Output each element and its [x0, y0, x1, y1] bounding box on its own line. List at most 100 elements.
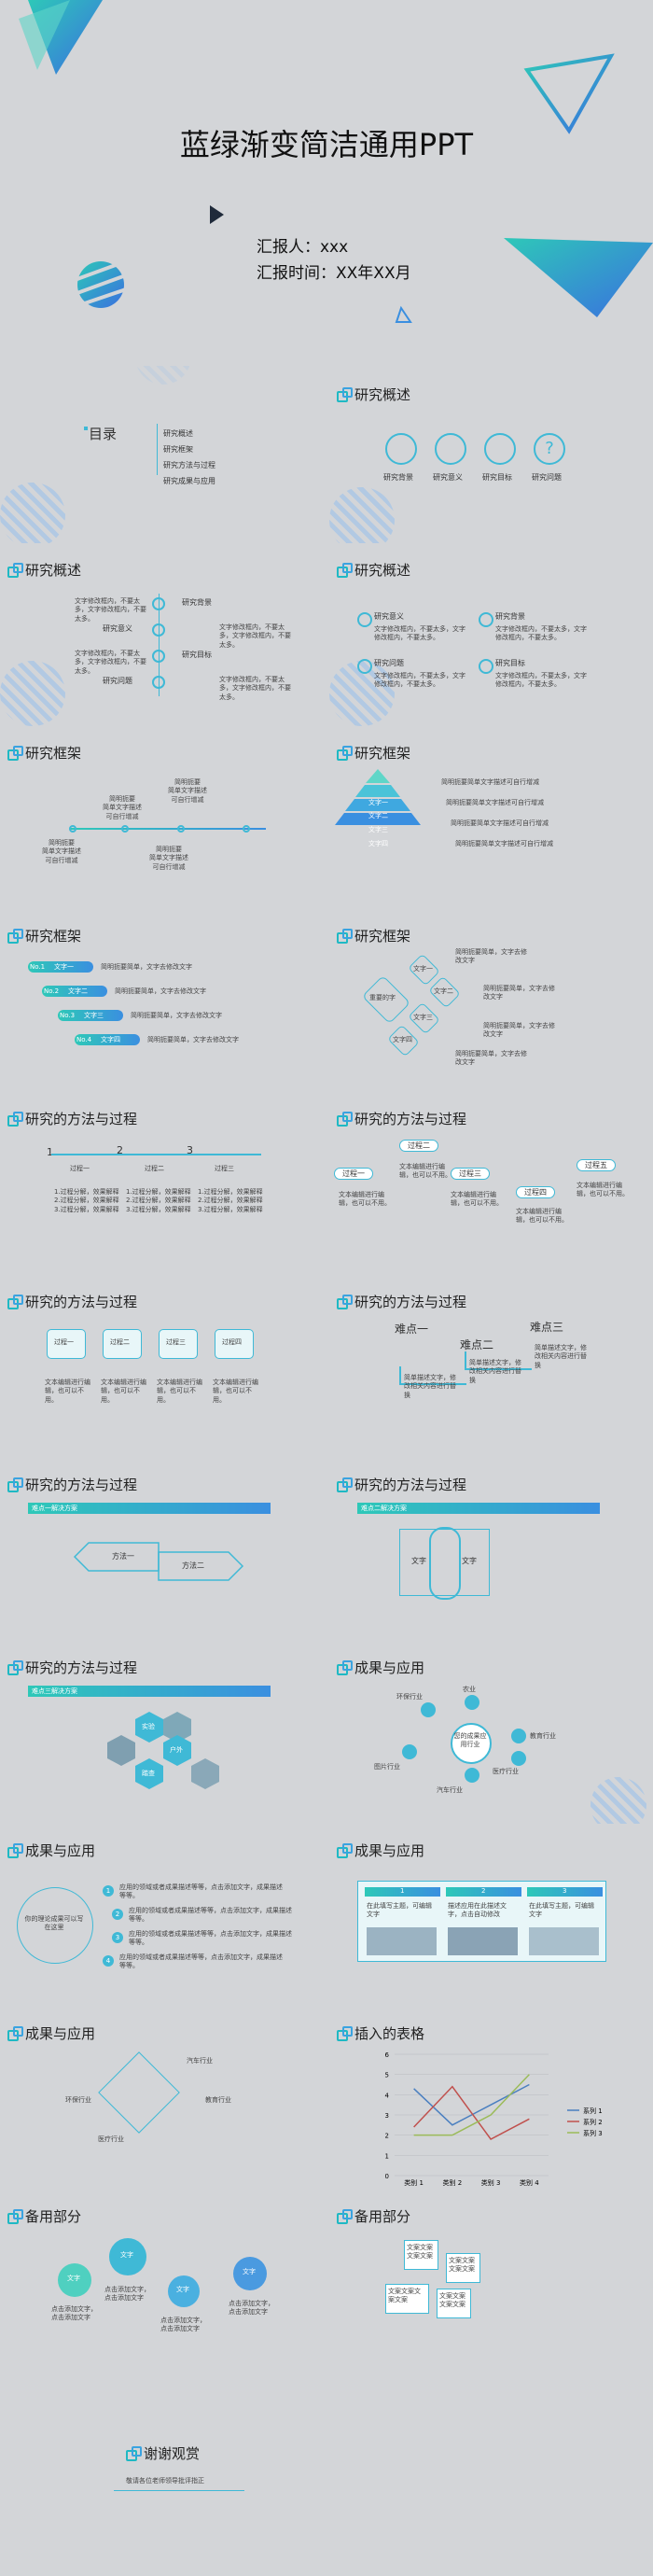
slide-header: 研究的方法与过程	[25, 1111, 138, 1127]
step-pill: 过程三	[451, 1168, 490, 1180]
bulb-icon	[109, 2238, 146, 2275]
item-label: 研究意义	[433, 473, 463, 482]
frame-text: 简明扼要 简单文字描述 可自行增减	[149, 846, 188, 871]
banner-label: 难点三解决方案	[32, 1687, 77, 1695]
step-pill: 过程五	[577, 1159, 616, 1171]
slide-frame-1: 研究框架 简明扼要 简单文字描述 可自行增减 简明扼要 简单文字描述 可自行增减…	[0, 732, 322, 909]
level-desc: 简明扼要简单文字描述可自行增减	[441, 778, 539, 786]
level-desc: 简明扼要简单文字描述可自行增减	[451, 819, 549, 827]
logo-icon	[7, 928, 23, 944]
toc-item[interactable]: 研究方法与过程	[163, 461, 215, 469]
industry-label: 教育行业	[530, 1732, 556, 1740]
bulb-icon	[58, 2263, 91, 2297]
item-desc: 简明扼要简单，文字去修改文字	[483, 985, 555, 1001]
bulb-desc: 点击添加文字，点击添加文字	[51, 2305, 97, 2322]
pyramid	[335, 769, 421, 825]
bulb-label: 文字	[243, 2268, 256, 2275]
step-desc: 文本编辑进行编辑，也可以不用。	[516, 1208, 568, 1225]
item-number: No.1	[30, 963, 46, 971]
bulb-label: 文字	[67, 2275, 80, 2282]
grid-icon	[385, 433, 417, 465]
step-desc: 1.过程分解，效果解释 2.过程分解，效果解释 3.过程分解，效果解释	[54, 1188, 119, 1213]
logo-icon	[337, 1294, 353, 1309]
item-label: 研究目标	[482, 473, 512, 482]
step-label: 过程四	[222, 1338, 242, 1346]
slide-header: 研究概述	[354, 386, 411, 403]
hexagons	[107, 1712, 219, 1789]
level-label: 文字一	[368, 799, 388, 806]
slide-overview-1: 研究概述 ? 研究背景 研究意义 研究目标 研究问题	[329, 366, 651, 543]
point-desc: 简单描述文字，修改相关内容进行替换	[404, 1374, 456, 1399]
toc-item[interactable]: 研究框架	[163, 445, 193, 454]
toc-item[interactable]: 研究概述	[163, 429, 193, 438]
item-label: 文字三	[413, 1014, 433, 1021]
bulb-desc: 点击添加文字，点击添加文字	[229, 2300, 274, 2317]
slide-backup-2: 备用部分 文案文案文案文案 文案文案文案文案 文案文案文案文案 文案文案文案文案	[329, 2195, 651, 2373]
step-number: 2	[117, 1144, 123, 1156]
slide-backup-1: 备用部分 文字 文字 文字 文字 点击添加文字，点击添加文字 点击添加文字，点击…	[0, 2195, 322, 2373]
bulb-desc: 点击添加文字，点击添加文字	[160, 2317, 206, 2333]
y-tick-label: 5	[385, 2072, 389, 2079]
item-label: 研究背景	[495, 612, 525, 621]
step-pill: 过程二	[399, 1140, 438, 1152]
logo-icon	[337, 1111, 353, 1127]
industry-label: 医疗行业	[98, 2135, 124, 2143]
item-label: 文字	[462, 1557, 477, 1565]
item-label: 文字四	[101, 1036, 120, 1043]
item-desc: 简明扼要简单，文字去修改文字	[101, 963, 192, 971]
target-icon	[484, 433, 516, 465]
logo-icon	[7, 745, 23, 761]
slide-frame-3: 研究框架 No.1 文字一 简明扼要简单，文字去修改文字 No.2 文字二 简明…	[0, 915, 322, 1092]
step-number: 2	[481, 1887, 486, 1895]
industry-label: 环保行业	[65, 2096, 91, 2104]
frame-text: 简明扼要 简单文字描述 可自行增减	[42, 839, 81, 864]
x-tick-label: 类别 4	[520, 2178, 539, 2187]
industry-label: 环保行业	[396, 1693, 423, 1701]
text-box: 文案文案文案文案	[407, 2244, 433, 2261]
step-desc: 文本编辑进行编辑，也可以不用。	[451, 1191, 503, 1208]
slide-header: 备用部分	[354, 2208, 411, 2225]
result-desc: 在此填写主题，可编辑文字	[529, 1902, 594, 1919]
slide-overview-2: 研究概述 研究背景 研究意义 研究目标 研究问题 文字修改框内，不要太多，文字修…	[0, 549, 322, 726]
frame-text: 简明扼要 简单文字描述 可自行增减	[103, 795, 142, 820]
step-number: 3	[563, 1887, 567, 1895]
item-desc: 简明扼要简单，文字去修改文字	[147, 1036, 239, 1043]
toc-item[interactable]: 研究成果与应用	[163, 477, 215, 485]
logo-icon	[7, 2208, 23, 2224]
item-label: 研究意义	[374, 612, 404, 621]
result-desc: 应用的领域或者成果描述等等，点击添加文字，成果描述等等。	[129, 1930, 292, 1947]
thanks-subtitle: 敬请各位老师领导批评指正	[126, 2477, 204, 2485]
result-desc: 在此填写主题，可编辑文字	[367, 1902, 432, 1919]
result-desc: 应用的领域或者成果描述等等，点击添加文字，成果描述等等。	[129, 1907, 292, 1924]
item-label: 研究问题	[374, 659, 404, 667]
bulb-label: 文字	[176, 2286, 189, 2293]
leaf-icon	[421, 1702, 436, 1717]
slide-method-3: 研究的方法与过程 过程一 过程二 过程三 过程四 文本编辑进行编辑，也可以不用。…	[0, 1281, 322, 1458]
logo-icon	[7, 1111, 23, 1127]
step-desc: 文本编辑进行编辑，也可以不用。	[577, 1182, 629, 1198]
logo-icon	[7, 562, 23, 578]
item-desc: 文字修改框内，不要太多，文字修改框内，不要太多。	[75, 650, 146, 675]
y-tick-label: 3	[385, 2112, 389, 2120]
bulb-icon	[233, 2257, 267, 2290]
y-tick-label: 1	[385, 2152, 389, 2160]
y-tick-label: 0	[385, 2173, 389, 2180]
bulb-label: 文字	[120, 2251, 133, 2259]
level-desc: 简明扼要简单文字描述可自行增减	[446, 799, 544, 806]
step-desc: 1.过程分解，效果解释 2.过程分解，效果解释 3.过程分解，效果解释	[198, 1188, 263, 1213]
industry-label: 汽车行业	[187, 2057, 213, 2065]
level-label: 文字四	[368, 840, 388, 847]
x-tick-label: 类别 1	[404, 2178, 424, 2187]
item-desc: 文字修改框内，不要太多，文字修改框内，不要太多。	[374, 625, 465, 642]
item-desc: 简明扼要简单，文字去修改文字	[131, 1012, 222, 1019]
hex-label: 踏查	[142, 1770, 155, 1777]
bulb-desc: 点击添加文字，点击添加文字	[104, 2286, 150, 2303]
method-label: 方法一	[112, 1552, 134, 1561]
item-desc: 文字修改框内，不要太多，文字修改框内，不要太多。	[219, 623, 291, 649]
item-label: 研究问题	[103, 677, 132, 685]
hex-label: 实验	[142, 1723, 155, 1730]
x-tick-label: 类别 2	[443, 2178, 463, 2187]
logo-icon	[337, 1477, 353, 1492]
text-box: 文案文案文案文案	[388, 2288, 421, 2304]
